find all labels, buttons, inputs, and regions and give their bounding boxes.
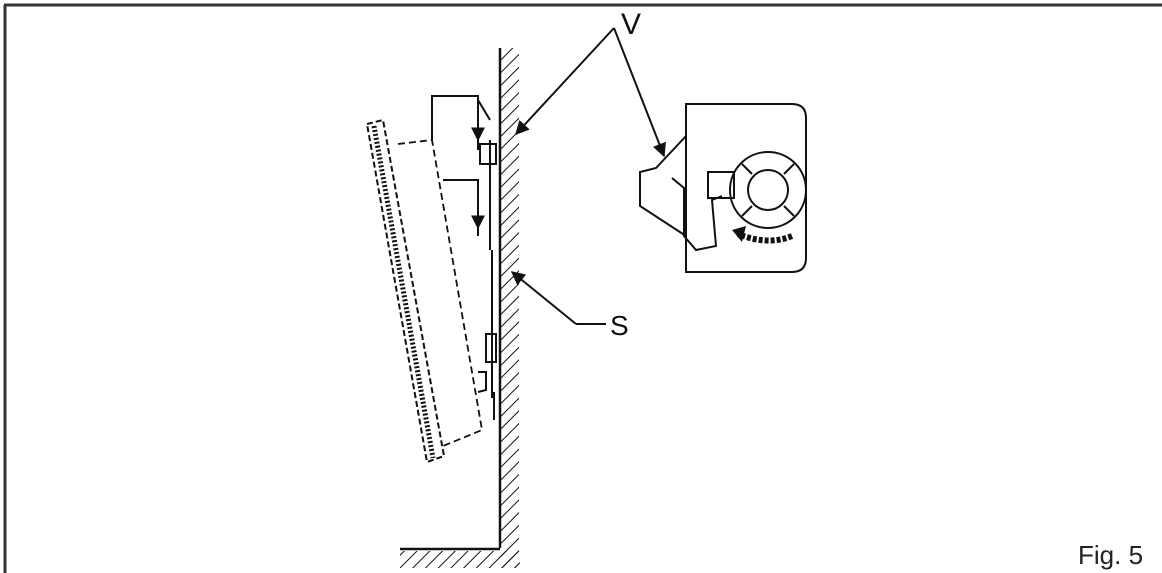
rotation-arrow (732, 226, 794, 244)
figure-caption: Fig. 5 (1078, 540, 1144, 570)
v-leader-lines (515, 27, 666, 158)
safety-lock-detail (639, 103, 807, 273)
wall-hatching (498, 48, 519, 568)
floor-hatching (400, 547, 520, 568)
label-v: V (621, 8, 642, 41)
s-leader-line (510, 271, 606, 325)
figure-frame (3, 3, 1162, 573)
label-s: S (610, 310, 629, 341)
tv-panel (365, 118, 484, 464)
mounting-plate (431, 95, 497, 420)
